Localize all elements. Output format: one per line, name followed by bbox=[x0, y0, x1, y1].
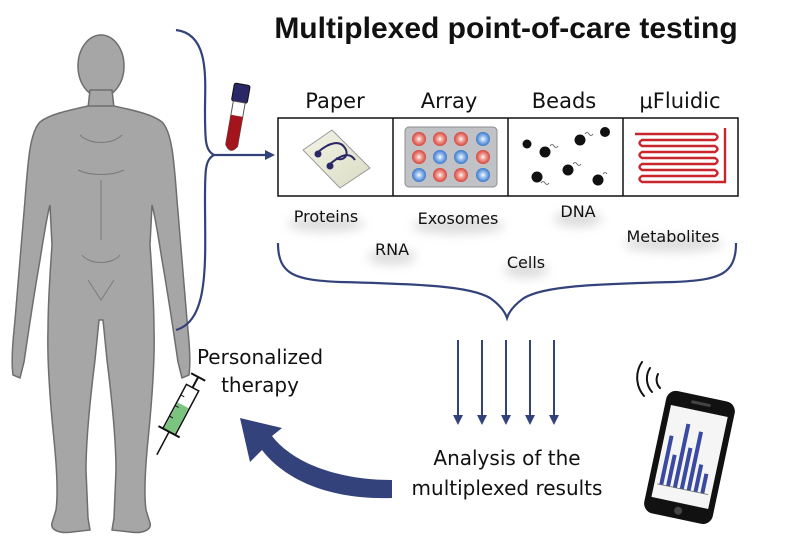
platform-label-paper: Paper bbox=[305, 89, 365, 113]
syringe-icon bbox=[156, 372, 206, 456]
result-arrows bbox=[453, 340, 559, 425]
platform-label-microfluidic: μFluidic bbox=[639, 89, 720, 113]
analyte-shadows bbox=[288, 211, 723, 278]
platform-label-array: Array bbox=[421, 89, 478, 113]
analyte-exosomes: Exosomes bbox=[418, 209, 499, 228]
beads-icon bbox=[522, 127, 610, 186]
human-body-icon bbox=[11, 34, 191, 534]
analyte-dna: DNA bbox=[560, 202, 595, 221]
blood-tube-icon bbox=[225, 82, 251, 151]
analyte-cells: Cells bbox=[507, 253, 545, 272]
wifi-signal-icon bbox=[636, 361, 661, 397]
platform-panel bbox=[277, 117, 739, 197]
analysis-line-2: multiplexed results bbox=[412, 476, 603, 500]
dot-array-icon bbox=[404, 126, 498, 188]
feedback-curved-arrow bbox=[240, 418, 392, 499]
analysis-line-1: Analysis of the bbox=[433, 446, 580, 470]
analyte-metabolites: Metabolites bbox=[626, 227, 719, 246]
smartphone-icon bbox=[644, 390, 735, 524]
platform-label-beads: Beads bbox=[532, 89, 596, 113]
microfluidic-channel-icon bbox=[635, 128, 727, 184]
analyte-proteins: Proteins bbox=[294, 207, 358, 226]
phone-bar-chart bbox=[659, 423, 709, 494]
body-contour-lines bbox=[77, 134, 125, 301]
body-sampling-brace bbox=[175, 28, 217, 332]
therapy-line-2: therapy bbox=[221, 373, 299, 397]
diagram-title: Multiplexed point-of-care testing bbox=[274, 12, 737, 45]
paper-strip-icon bbox=[302, 129, 371, 189]
analyte-merge-brace bbox=[276, 242, 738, 322]
therapy-line-1: Personalized bbox=[197, 345, 323, 369]
analyte-rna: RNA bbox=[375, 240, 409, 259]
